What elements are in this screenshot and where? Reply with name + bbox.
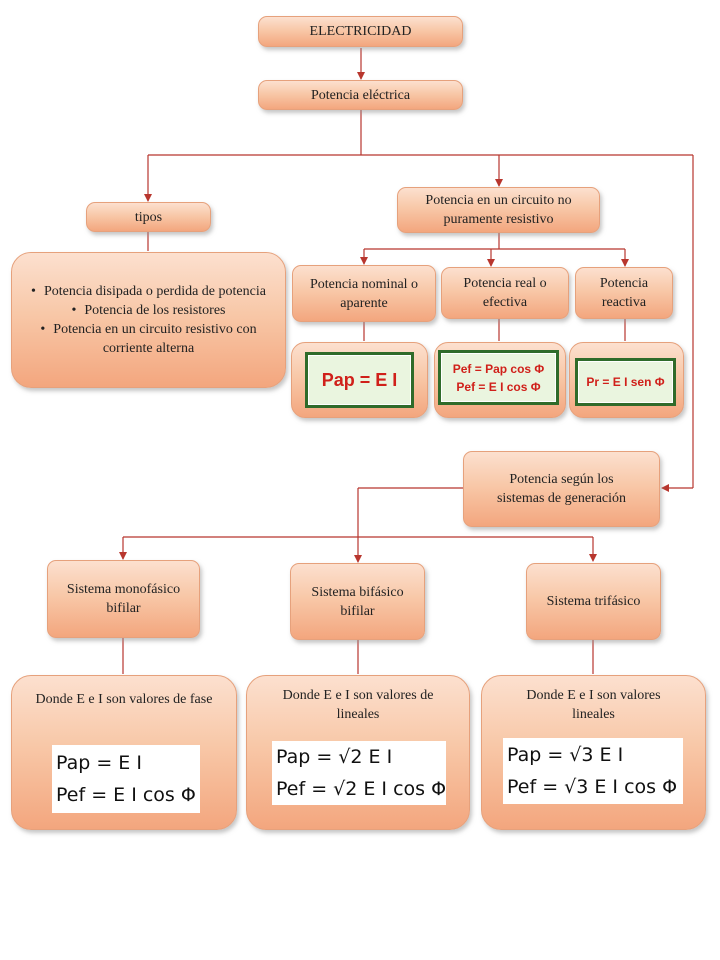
- title-box: ELECTRICIDAD: [258, 16, 463, 47]
- no-resistivo-text: Potencia en un circuito no puramente res…: [425, 193, 572, 227]
- pef-formula-2: Pef = E I cos Φ: [456, 379, 541, 394]
- list-item: Potencia en un circuito resistivo con co…: [26, 320, 271, 358]
- real-box: Potencia real o efectiva: [441, 267, 569, 319]
- tipos-list-box: Potencia disipada o perdida de potencia …: [11, 252, 286, 388]
- reactiva-text: Potencia reactiva: [599, 276, 649, 310]
- generacion-text: Potencia según los sistemas de generació…: [496, 472, 627, 506]
- bi-pef-formula: Pef = √2 E I cos Φ: [276, 778, 447, 800]
- bi-formula-box: Pap = √2 E I Pef = √2 E I cos Φ: [272, 741, 446, 805]
- tri-box: Sistema trifásico: [526, 563, 661, 640]
- no-resistivo-box: Potencia en un circuito no puramente res…: [397, 187, 600, 233]
- pap-formula: Pap = E I: [321, 369, 398, 390]
- tipos-text: tipos: [134, 209, 163, 225]
- bi-text: Sistema bifásico bifilar: [311, 584, 404, 619]
- tri-note: Donde E e I son valores lineales: [526, 688, 661, 722]
- nominal-formula-box: Pap = E I: [305, 352, 414, 408]
- generacion-box: Potencia según los sistemas de generació…: [463, 451, 660, 527]
- list-item: Potencia disipada o perdida de potencia: [26, 282, 271, 301]
- tri-formula-box: Pap = √3 E I Pef = √3 E I cos Φ: [503, 738, 683, 804]
- potencia-electrica-box: Potencia eléctrica: [258, 80, 463, 110]
- tri-pef-formula: Pef = √3 E I cos Φ: [507, 776, 678, 798]
- tri-pap-formula: Pap = √3 E I: [507, 744, 624, 766]
- mono-text: Sistema monofásico bifilar: [66, 582, 181, 616]
- mono-pap-formula: Pap = E I: [56, 752, 142, 774]
- potencia-electrica-text: Potencia eléctrica: [310, 87, 411, 103]
- real-text: Potencia real o efectiva: [463, 276, 547, 310]
- reactiva-box: Potencia reactiva: [575, 267, 673, 319]
- nominal-box: Potencia nominal o aparente: [292, 265, 436, 322]
- tipos-list: Potencia disipada o perdida de potencia …: [26, 282, 271, 358]
- bi-pap-formula: Pap = √2 E I: [276, 746, 393, 768]
- bi-box: Sistema bifásico bifilar: [290, 563, 425, 640]
- list-item: Potencia de los resistores: [26, 301, 271, 320]
- reactiva-formula-box: Pr = E I sen Φ: [575, 358, 676, 406]
- real-formula-box: Pef = Pap cos Φ Pef = E I cos Φ: [438, 350, 559, 405]
- pef-formula-1: Pef = Pap cos Φ: [452, 361, 545, 376]
- title-text: ELECTRICIDAD: [309, 24, 412, 39]
- tri-text: Sistema trifásico: [546, 594, 641, 609]
- pr-formula: Pr = E I sen Φ: [586, 375, 665, 389]
- nominal-text: Potencia nominal o aparente: [309, 276, 419, 311]
- mono-formula-box: Pap = E I Pef = E I cos Φ: [52, 745, 200, 813]
- mono-pef-formula: Pef = E I cos Φ: [56, 784, 196, 806]
- tipos-box: tipos: [86, 202, 211, 232]
- mono-note: Donde E e I son valores de fase: [35, 692, 213, 707]
- mono-box: Sistema monofásico bifilar: [47, 560, 200, 638]
- bi-note: Donde E e I son valores de lineales: [282, 688, 434, 722]
